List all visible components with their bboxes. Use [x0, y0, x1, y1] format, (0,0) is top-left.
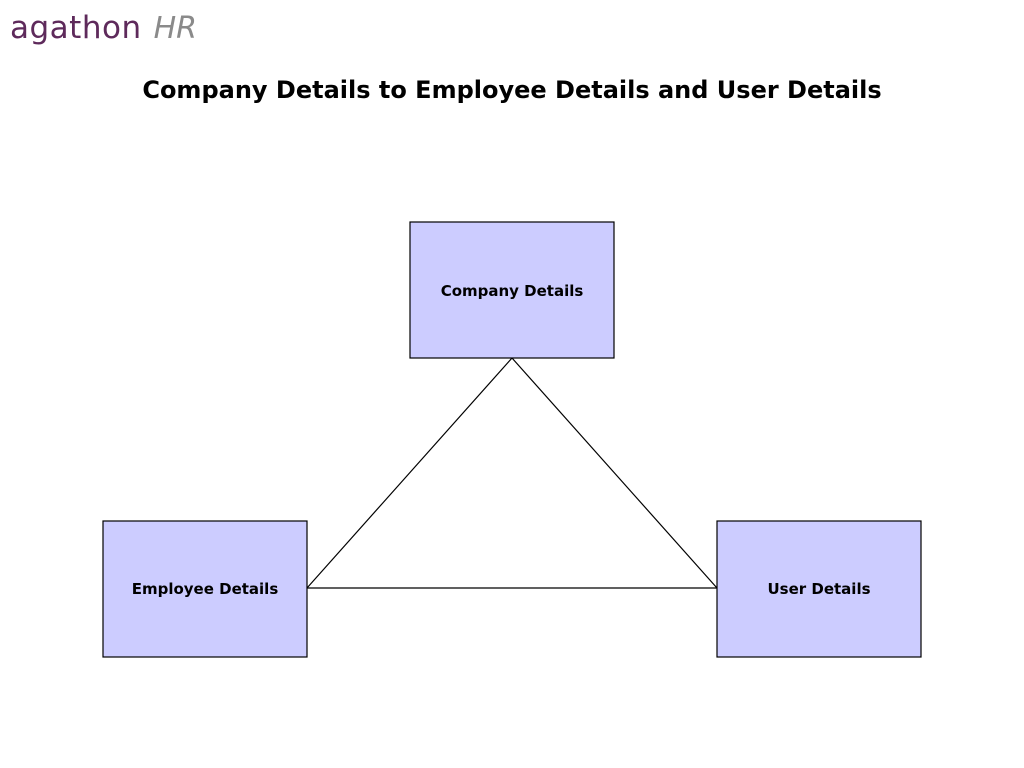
- node-employee-details: Employee Details: [102, 520, 308, 658]
- logo-suffix: HR: [153, 11, 197, 46]
- node-company-label: Company Details: [441, 282, 584, 300]
- node-company-details: Company Details: [409, 221, 615, 359]
- slide-title: Company Details to Employee Details and …: [142, 76, 882, 104]
- agathon-hr-logo: agathon HR: [10, 10, 197, 54]
- node-employee-label: Employee Details: [132, 580, 279, 598]
- node-user-details: User Details: [716, 520, 922, 658]
- node-user-box: [716, 520, 922, 658]
- node-user-label: User Details: [767, 580, 870, 598]
- logo-wordmark: agathon: [10, 10, 142, 46]
- node-company-box: [409, 221, 615, 359]
- node-employee-box: [102, 520, 308, 658]
- edge-company-user: [511, 357, 718, 589]
- edge-company-employee: [306, 357, 513, 589]
